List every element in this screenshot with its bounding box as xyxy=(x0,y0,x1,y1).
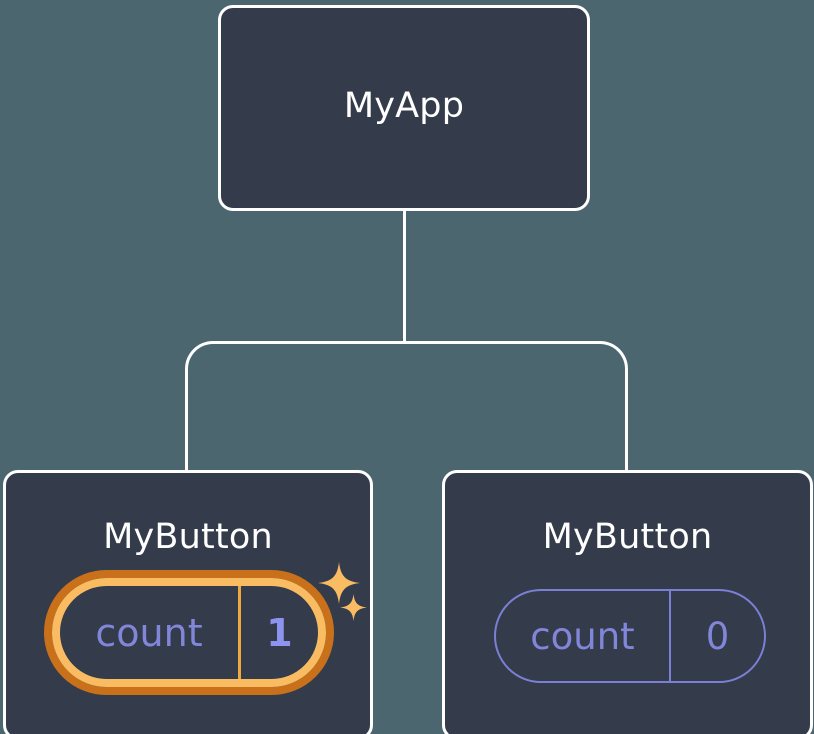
state-pill-value-cell: 0 xyxy=(671,591,764,681)
state-pill-key-cell: count xyxy=(60,586,241,679)
connector-root-trunk xyxy=(403,210,406,343)
state-pill-inner-ring: count 1 xyxy=(52,578,326,687)
sparkle-icon xyxy=(318,562,360,604)
state-value-label: 0 xyxy=(705,614,730,658)
state-pill-key-cell: count xyxy=(496,591,671,681)
state-value-label: 1 xyxy=(266,610,293,655)
state-pill-value-cell: 1 xyxy=(241,586,318,679)
node-myapp-title: MyApp xyxy=(343,86,465,126)
node-myapp[interactable] xyxy=(218,5,590,211)
connector-branch-bar xyxy=(185,341,628,473)
node-mybutton-left-title: MyButton xyxy=(103,517,273,557)
state-pill-active[interactable]: count 1 xyxy=(44,570,334,695)
state-key-label: count xyxy=(530,614,635,658)
sparkle-icon xyxy=(340,594,367,621)
state-pill-idle[interactable]: count 0 xyxy=(494,589,766,683)
node-mybutton-right-title: MyButton xyxy=(542,517,713,557)
state-key-label: count xyxy=(95,610,203,655)
